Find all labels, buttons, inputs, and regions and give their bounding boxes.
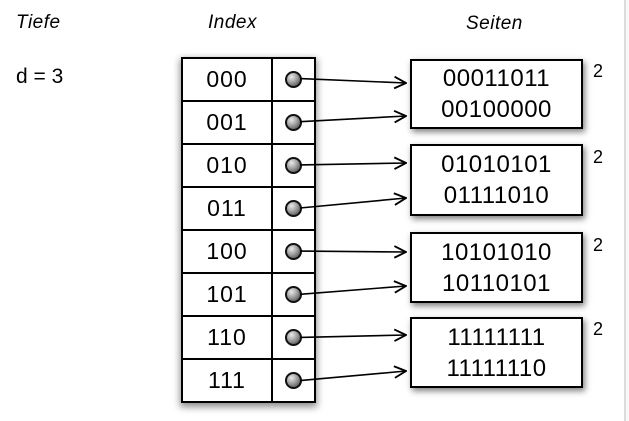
page-entry: 01111010 xyxy=(443,182,550,209)
page-entry: 00100000 xyxy=(441,96,552,123)
page-entry: 11111110 xyxy=(446,354,547,382)
index-cell-label: 101 xyxy=(206,281,248,307)
index-cell-label: 001 xyxy=(206,109,248,135)
pointer-cell xyxy=(271,145,314,186)
pages-title: Seiten xyxy=(466,13,523,34)
index-cell-label: 000 xyxy=(206,66,248,92)
slide-edge-line xyxy=(624,0,626,421)
index-row: 101 xyxy=(183,272,314,315)
slide-edge-strip xyxy=(626,0,629,421)
local-depth-badge: 2 xyxy=(593,61,604,81)
pointer-cell xyxy=(271,59,314,100)
pointer-dot-icon xyxy=(285,157,302,174)
depth-value: d = 3 xyxy=(16,65,64,88)
pointer-cell xyxy=(271,360,314,401)
pointer-dot-icon xyxy=(285,71,302,88)
page-entry: 00011011 xyxy=(442,65,551,92)
index-table: 000 001 010 011 100 101 110 111 xyxy=(181,57,316,403)
depth-title: Tiefe xyxy=(16,12,61,33)
pointer-dot-icon xyxy=(285,200,302,217)
index-title: Index xyxy=(208,12,257,33)
page-entry: 11111111 xyxy=(447,323,546,351)
pointer-dot-icon xyxy=(285,286,302,303)
page-box: 11111111 11111110 xyxy=(410,317,583,388)
page-box: 01010101 01111010 xyxy=(410,144,583,216)
pointer-cell xyxy=(271,317,314,358)
local-depth-badge: 2 xyxy=(593,147,604,167)
page-entry: 10101010 xyxy=(441,238,552,266)
pointer-cell xyxy=(271,102,314,143)
page-box: 00011011 00100000 xyxy=(410,59,583,129)
page-box: 10101010 10110101 xyxy=(410,232,583,303)
index-cell-label: 100 xyxy=(206,238,248,264)
index-row: 001 xyxy=(183,100,314,143)
pointer-dot-icon xyxy=(285,243,302,260)
pointer-cell xyxy=(271,231,314,272)
pointer-dot-icon xyxy=(285,372,302,389)
pointer-dot-icon xyxy=(285,329,302,346)
page-entry: 01010101 xyxy=(441,151,552,178)
index-row: 110 xyxy=(183,315,314,358)
index-row: 011 xyxy=(183,186,314,229)
local-depth-badge: 2 xyxy=(593,235,604,255)
index-cell-label: 010 xyxy=(206,152,248,178)
index-cell-label: 011 xyxy=(207,195,247,221)
local-depth-badge: 2 xyxy=(593,319,604,339)
index-row: 100 xyxy=(183,229,314,272)
index-row: 000 xyxy=(183,59,314,100)
pointer-dot-icon xyxy=(285,114,302,131)
index-row: 111 xyxy=(183,358,314,401)
index-cell-label: 111 xyxy=(208,367,246,393)
pointer-cell xyxy=(271,188,314,229)
index-row: 010 xyxy=(183,143,314,186)
page-entry: 10110101 xyxy=(442,269,551,297)
pointer-cell xyxy=(271,274,314,315)
index-cell-label: 110 xyxy=(207,324,247,350)
